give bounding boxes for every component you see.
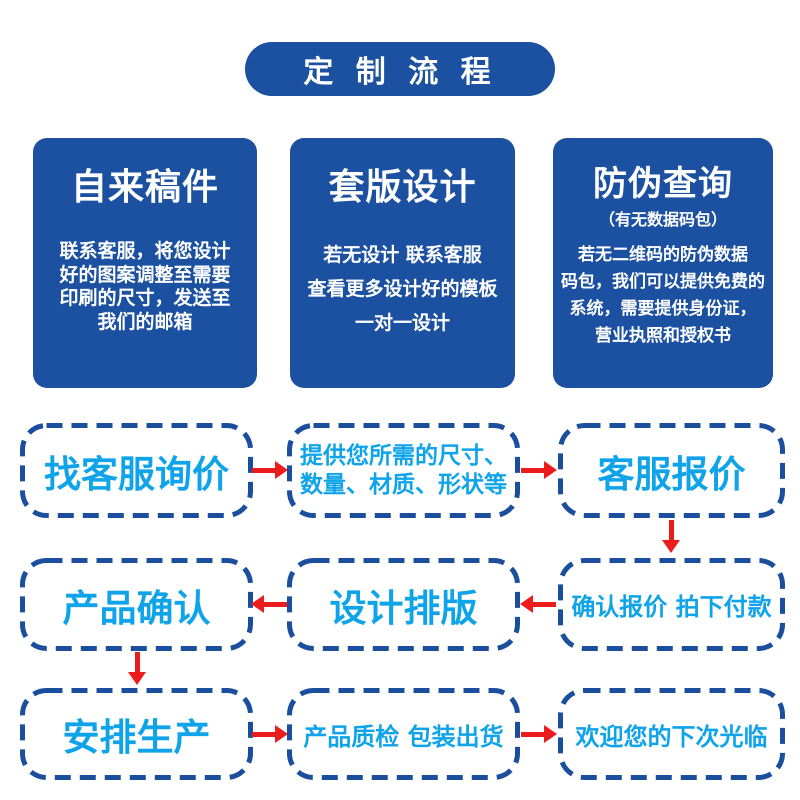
flow-step-label: 客服报价 [597, 452, 746, 496]
flow-step-label: 安排生产 [62, 716, 211, 759]
flow-step-qc-shipping: 产品质检 包装出货 [287, 688, 520, 780]
card-subtitle: （有无数据码包） [598, 210, 727, 229]
flow-step-label: 确认报价 拍下付款 [571, 593, 772, 621]
flow-step-label: 找客服询价 [44, 452, 229, 496]
flow-step-welcome-back: 欢迎您的下次光临 [558, 688, 785, 780]
card-body: 若无二维码的防伪数据 码包，我们可以提供免费的 系统，需要提供身份证， 营业执照… [561, 245, 765, 346]
card-title: 防伪查询 [593, 164, 733, 204]
arrow-right-icon [520, 725, 557, 743]
info-card-anticounterfeit-query: 防伪查询 （有无数据码包） 若无二维码的防伪数据 码包，我们可以提供免费的 系统… [553, 138, 773, 388]
info-card-own-manuscript: 自来稿件 联系客服，将您设计 好的图案调整至需要 印刷的尺寸，发送至 我们的邮箱 [33, 138, 257, 388]
arrow-left-icon [520, 595, 557, 613]
arrow-right-icon [520, 461, 557, 479]
card-title: 自来稿件 [70, 167, 219, 208]
info-card-template-design: 套版设计 若无设计 联系客服 查看更多设计好的模板 一对一设计 [290, 138, 515, 388]
flow-step-product-confirm: 产品确认 [20, 558, 253, 651]
flow-step-label: 产品确认 [62, 586, 211, 630]
flow-step-label: 欢迎您的下次光临 [575, 722, 768, 751]
flow-step-payment: 确认报价 拍下付款 [558, 558, 785, 651]
flow-step-requirements: 提供您所需的尺寸、 数量、材质、形状等 [287, 423, 520, 518]
card-body: 若无设计 联系客服 查看更多设计好的模板 一对一设计 [307, 244, 498, 334]
flow-step-inquiry: 找客服询价 [20, 423, 253, 518]
flow-step-label: 提供您所需的尺寸、 数量、材质、形状等 [300, 442, 507, 498]
arrow-right-icon [251, 725, 288, 743]
flow-step-label: 产品质检 包装出货 [303, 722, 504, 751]
flow-step-production: 安排生产 [20, 688, 253, 780]
page-title: 定 制 流 程 [303, 55, 497, 90]
arrow-down-icon [128, 652, 146, 685]
flow-step-label: 设计排版 [329, 586, 478, 630]
arrow-left-icon [251, 595, 288, 613]
arrow-down-icon [662, 520, 680, 553]
card-body: 联系客服，将您设计 好的图案调整至需要 印刷的尺寸，发送至 我们的邮箱 [59, 240, 231, 333]
card-title: 套版设计 [328, 167, 477, 208]
flow-step-design-layout: 设计排版 [287, 558, 520, 651]
flow-step-quote: 客服报价 [558, 423, 785, 518]
banner: 定 制 流 程 [245, 42, 555, 96]
arrow-right-icon [251, 461, 288, 479]
